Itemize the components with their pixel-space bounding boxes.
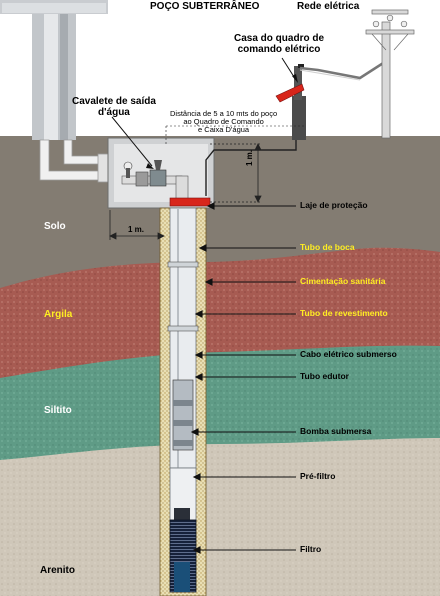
overhead-line <box>299 58 389 80</box>
arenito-layer <box>0 438 440 596</box>
callout-prefiltro: Pré-filtro <box>300 471 336 481</box>
casa-label-line1: Casa do quadro de <box>234 33 325 44</box>
layer-arenito-label: Arenito <box>40 565 75 576</box>
rede-eletrica-label: Rede elétrica <box>297 1 360 12</box>
layer-siltito-label: Siltito <box>44 405 72 416</box>
layer-solo-label: Solo <box>44 221 66 232</box>
protection-slab <box>169 197 211 207</box>
casa-label-line2: comando elétrico <box>237 43 321 55</box>
cavalete-label-line1: Cavalete de saída <box>72 96 156 107</box>
callout-revestimento: Tubo de revestimento <box>300 308 388 318</box>
vertical-dimension <box>210 143 262 203</box>
callout-laje: Laje de proteção <box>300 200 368 210</box>
page-title: POÇO SUBTERRÂNEO <box>150 1 260 12</box>
callout-arrows <box>190 202 296 554</box>
filter-tip <box>174 562 190 592</box>
valve-icon <box>121 160 189 201</box>
cavalete-label-line2: d'água <box>98 106 130 118</box>
pipes-icon <box>39 139 109 183</box>
cavalete-box <box>107 137 215 209</box>
distance-note-line2: ao Quadro de Comando <box>183 116 264 126</box>
water-tower-icon <box>0 0 108 140</box>
distance-note: Distância de 5 a 10 mts do poço ao Quadr… <box>170 110 277 134</box>
distance-line <box>165 125 306 144</box>
power-pole-icon <box>365 9 415 139</box>
cavalete-pointer <box>111 116 153 167</box>
casing-couplings <box>167 261 199 332</box>
electric-cable <box>205 122 297 196</box>
callout-filtro: Filtro <box>300 544 322 554</box>
callout-edutor: Tubo edutor <box>300 371 349 381</box>
callout-bomba: Bomba submersa <box>300 426 372 436</box>
callout-tubo-boca: Tubo de boca <box>300 242 355 252</box>
distance-note-line3: e Caixa D'água <box>198 124 250 134</box>
pump-icon <box>172 379 194 451</box>
distance-note-line1: Distância de 5 a 10 mts do poço <box>170 109 278 118</box>
casa-label: Casa do quadro de comando elétrico <box>234 33 325 55</box>
horizontal-dimension <box>109 210 165 240</box>
vertical-dimension-label: 1 m. <box>245 149 254 166</box>
callout-cimentacao: Cimentação sanitária <box>300 276 386 286</box>
callout-cabo: Cabo elétrico submerso <box>300 349 397 359</box>
cavalete-label: Cavalete de saída d'água <box>72 96 156 118</box>
horizontal-dimension-label: 1 m. <box>128 225 145 234</box>
layer-argila-label: Argila <box>44 309 73 320</box>
